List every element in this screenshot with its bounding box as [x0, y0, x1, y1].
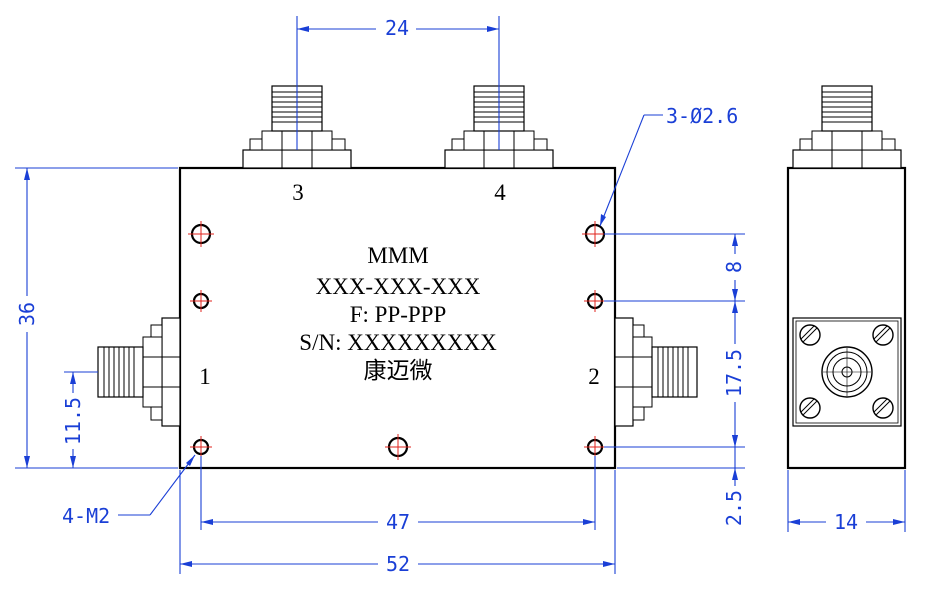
dim-value-hole: 3-Ø2.6 [666, 104, 738, 128]
dim-value-8: 8 [722, 261, 746, 273]
dim-value-thread: 4-M2 [62, 504, 110, 528]
dim-value-11-5: 11.5 [61, 397, 85, 445]
dim-value-24: 24 [385, 16, 409, 40]
callout-thread: 4-M2 [62, 454, 196, 528]
dim-value-14: 14 [834, 510, 858, 534]
dimension-hole-pitch: 47 [200, 456, 596, 534]
dimension-height: 36 [15, 167, 178, 469]
dimension-connector-spacing: 24 [296, 16, 500, 150]
dim-value-17-5: 17.5 [722, 349, 746, 397]
dim-value-2-5: 2.5 [722, 490, 746, 526]
connector-port-1 [97, 317, 181, 427]
mounting-hole-bottom-center [385, 434, 411, 460]
mounting-hole-top-left [188, 221, 214, 247]
label-model: XXX-XXX-XXX [316, 274, 481, 299]
label-company: 康迈微 [364, 358, 433, 383]
dimension-depth: 14 [787, 470, 906, 534]
dim-value-52: 52 [386, 552, 410, 576]
flange-screw-bl [799, 397, 821, 419]
label-brand: MMM [367, 243, 428, 268]
port-label-3: 3 [292, 180, 304, 205]
dimension-port1-offset: 11.5 [61, 371, 98, 468]
mounting-hole-mid-left [190, 290, 212, 312]
flange-screw-tr [872, 324, 894, 346]
mounting-hole-bottom-left [190, 436, 212, 458]
dimension-right-stack: 8 17.5 2.5 [604, 233, 746, 530]
port-label-2: 2 [588, 364, 600, 389]
mounting-hole-bottom-right [584, 436, 606, 458]
main-housing [178, 166, 617, 470]
label-frequency: F: PP-PPP [350, 302, 447, 327]
dimension-total-width: 52 [179, 470, 616, 576]
dim-value-36: 36 [15, 302, 39, 326]
dim-value-47: 47 [386, 510, 410, 534]
port-label-4: 4 [494, 180, 506, 205]
connector-port-2 [614, 317, 698, 427]
callout-hole-diameter: 3-Ø2.6 [599, 104, 738, 227]
label-serial: S/N: XXXXXXXXX [299, 330, 497, 355]
flange-screw-br [872, 397, 894, 419]
side-view [786, 85, 907, 470]
flange-screw-tl [799, 324, 821, 346]
port-label-1: 1 [199, 364, 211, 389]
mounting-hole-top-right [582, 221, 608, 247]
mounting-hole-mid-right [584, 290, 606, 312]
